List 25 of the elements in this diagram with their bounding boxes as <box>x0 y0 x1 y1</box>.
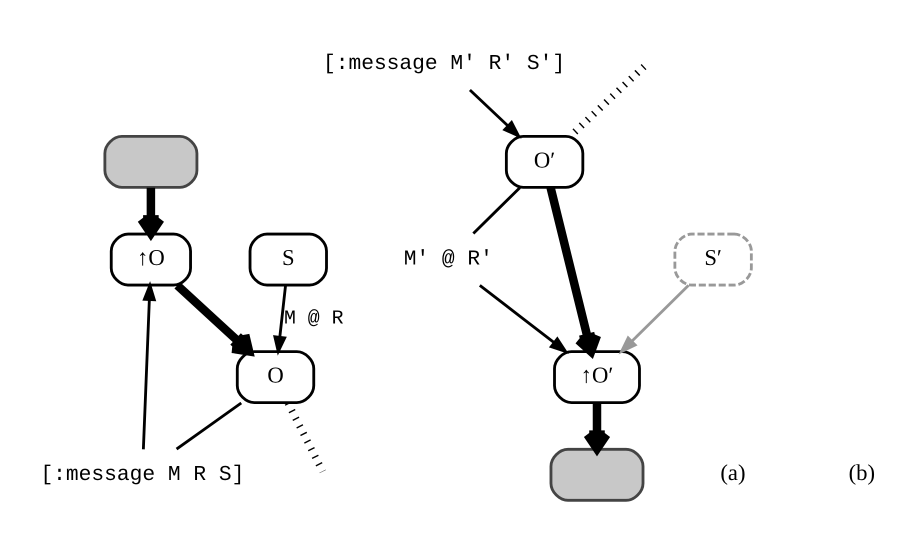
arrow <box>546 186 602 356</box>
arrow <box>142 281 156 450</box>
node-text: M′ @ R′ <box>404 248 493 272</box>
node-text: [:message M′ R′ S′] <box>322 52 566 76</box>
arrow <box>618 284 690 354</box>
node-box: ↑O′ <box>553 350 641 404</box>
label: (a) <box>720 460 746 486</box>
connector <box>284 401 326 474</box>
arrow <box>468 88 522 139</box>
node-box: S <box>248 232 328 286</box>
connector <box>176 402 242 450</box>
arrow <box>174 282 254 356</box>
node-box: ↑O <box>110 232 192 286</box>
arrow <box>583 402 611 454</box>
arrow <box>478 284 569 354</box>
arrow <box>273 285 287 356</box>
node-box <box>550 448 644 502</box>
node-text: [:message M R S] <box>40 462 244 487</box>
node-box <box>103 134 198 189</box>
label: (b) <box>848 460 876 486</box>
node-box: O <box>236 350 316 404</box>
connector <box>472 186 521 234</box>
edge-label: M @ R <box>284 306 344 330</box>
node-box: S′ <box>673 232 753 286</box>
node-box: O′ <box>504 134 584 189</box>
